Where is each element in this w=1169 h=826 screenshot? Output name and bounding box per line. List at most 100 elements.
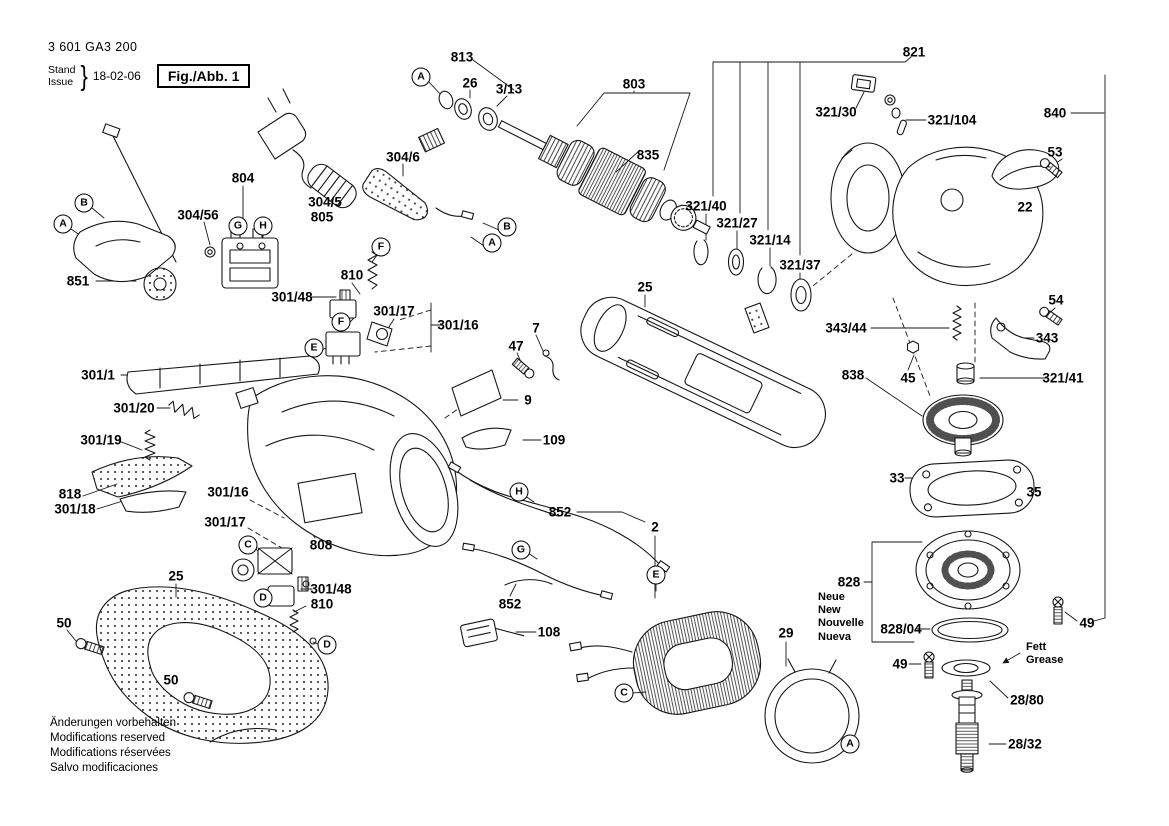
front-bearings	[418, 90, 498, 153]
spring-343-44	[952, 305, 962, 341]
part-label-818-19: 818	[58, 486, 82, 502]
brush-parts-lower	[231, 547, 317, 645]
lever-343	[990, 317, 1051, 360]
part-label-304-5-7: 304/5	[308, 194, 342, 210]
washer-28-80	[941, 659, 991, 677]
screw-47	[511, 357, 535, 379]
part-label-810-25: 810	[310, 596, 334, 612]
part-label-321-37-42: 321/37	[779, 257, 821, 273]
reference-letter-c-16: C	[614, 683, 634, 703]
part-label-3-13-2: 3/13	[495, 81, 523, 97]
note-new-line-fr: Nouvelle	[818, 617, 864, 630]
reference-letter-c-10: C	[238, 535, 258, 555]
part-label-47-29: 47	[508, 338, 524, 354]
armature-803	[497, 120, 711, 235]
part-label-828-56: 828	[837, 574, 861, 590]
part-label-45-53: 45	[900, 370, 916, 386]
part-label-2-35: 2	[651, 519, 659, 535]
part-label-108-37: 108	[537, 624, 561, 640]
bearing-flange-33	[909, 459, 1035, 518]
reference-letter-f-7: F	[371, 237, 391, 257]
dashed-lines	[247, 253, 976, 549]
part-label-25-26: 25	[168, 568, 184, 584]
part-label-301-48-24: 301/48	[310, 581, 352, 597]
issue-labels: Stand Issue	[48, 64, 75, 88]
part-label-22-47: 22	[1017, 199, 1033, 215]
part-label-28-80-60: 28/80	[1010, 692, 1044, 708]
part-label-852-36: 852	[498, 596, 522, 612]
part-label-301-18-20: 301/18	[54, 501, 96, 517]
reference-letter-a-0: A	[411, 67, 431, 87]
footer-notes: Änderungen vorbehalten Modifications res…	[50, 716, 176, 776]
title-block: 3 601 GA3 200 Stand Issue } 18-02-06 Fig…	[48, 40, 251, 91]
part-label-35-55: 35	[1026, 484, 1042, 500]
power-cord	[257, 88, 475, 221]
stand-label: Stand	[48, 63, 76, 76]
reference-letter-f-8: F	[331, 312, 351, 332]
lever-818	[91, 456, 193, 513]
parts-321-104	[884, 94, 907, 136]
part-label-50-27: 50	[56, 615, 72, 631]
part-label-304-56-9: 304/56	[177, 207, 219, 223]
footer-note-fr: Modifications réservées	[50, 746, 171, 759]
part-label-301-17-14: 301/17	[373, 303, 415, 319]
part-label-840-45: 840	[1043, 105, 1067, 121]
brace-glyph: }	[80, 59, 88, 91]
nut-45	[906, 340, 920, 354]
motor-housing	[235, 375, 459, 557]
part-label-301-48-12: 301/48	[271, 289, 313, 305]
housing-strap-301-1	[126, 355, 320, 395]
part-label-838-52: 838	[841, 367, 865, 383]
part-label-803-3: 803	[622, 76, 646, 92]
part-label-109-32: 109	[542, 432, 566, 448]
o-ring-828-04	[931, 617, 1009, 643]
issue-date: 18-02-06	[92, 69, 141, 83]
part-label-49-59: 49	[892, 656, 908, 672]
part-label-54-48: 54	[1048, 292, 1064, 308]
figure-label: Fig./Abb. 1	[156, 64, 251, 88]
note-new-line-de: Neue	[818, 591, 845, 603]
part-label-26-1: 26	[462, 75, 478, 91]
switch-108	[460, 618, 525, 648]
part-label-7-30: 7	[532, 320, 540, 336]
part-label-813-0: 813	[450, 49, 474, 65]
note-grease: Fett Grease	[1026, 641, 1063, 667]
part-label-804-10: 804	[231, 170, 255, 186]
footer-note-en: Modifications reserved	[50, 731, 166, 744]
part-label-49-58: 49	[1079, 615, 1095, 631]
screw-54	[1039, 306, 1063, 326]
reference-letter-b-1: B	[74, 193, 94, 213]
screw-49-b	[923, 651, 935, 679]
part-label-821-4: 821	[902, 44, 926, 60]
part-label-321-30-43: 321/30	[815, 104, 857, 120]
part-label-301-17-22: 301/17	[204, 514, 246, 530]
part-label-321-41-51: 321/41	[1042, 370, 1084, 386]
part-label-321-104-44: 321/104	[927, 112, 977, 128]
reference-letter-d-12: D	[317, 635, 337, 655]
spring-301-20	[168, 400, 200, 420]
note-grease-line-de: Fett	[1026, 641, 1047, 653]
reference-letter-a-2: A	[53, 214, 73, 234]
note-grease-line-en: Grease	[1026, 654, 1064, 667]
fan-gear-838	[922, 394, 1004, 457]
reference-letter-a-4: A	[482, 233, 502, 253]
screw-50-b	[183, 692, 213, 710]
spring-301-19	[144, 429, 156, 461]
reference-letter-e-9: E	[304, 338, 324, 358]
reference-letter-d-11: D	[253, 588, 273, 608]
part-label-321-40-39: 321/40	[685, 198, 727, 214]
part-label-343-44-49: 343/44	[825, 320, 867, 336]
reference-letter-b-3: B	[497, 217, 517, 237]
part-label-301-1-16: 301/1	[81, 367, 115, 383]
part-label-321-14-41: 321/14	[749, 232, 791, 248]
spindle-28-32	[951, 679, 983, 773]
reference-letter-e-15: E	[646, 565, 666, 585]
footer-note-es: Salvo modificaciones	[50, 761, 159, 774]
note-new-line-es: Nueva	[818, 630, 852, 643]
plate-9	[451, 369, 502, 417]
part-label-25-33: 25	[637, 279, 653, 295]
screw-50-a	[75, 638, 105, 656]
issue-row: Stand Issue } 18-02-06 Fig./Abb. 1	[48, 60, 251, 91]
